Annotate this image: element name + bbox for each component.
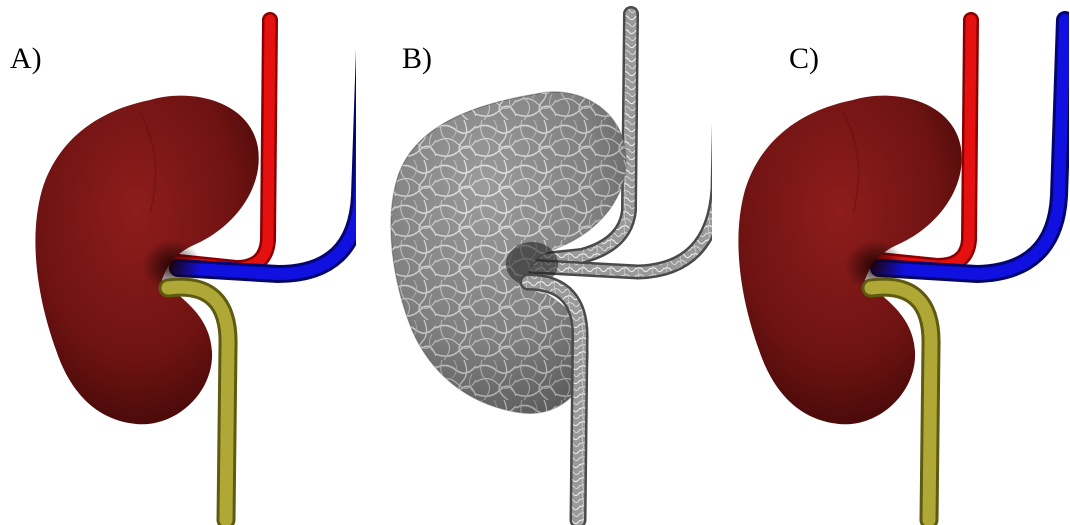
panel-a: A): [0, 0, 356, 525]
kidney-model-solid: [0, 0, 356, 525]
kidney-model-fibrous: [356, 0, 712, 525]
panel-label-a: A): [10, 44, 42, 74]
kidney-model-solid: [713, 0, 1069, 525]
panel-c: C): [713, 0, 1069, 525]
panel-label-c: C): [789, 44, 819, 74]
panel-label-b: B): [402, 44, 432, 74]
panel-b: B): [356, 0, 712, 525]
